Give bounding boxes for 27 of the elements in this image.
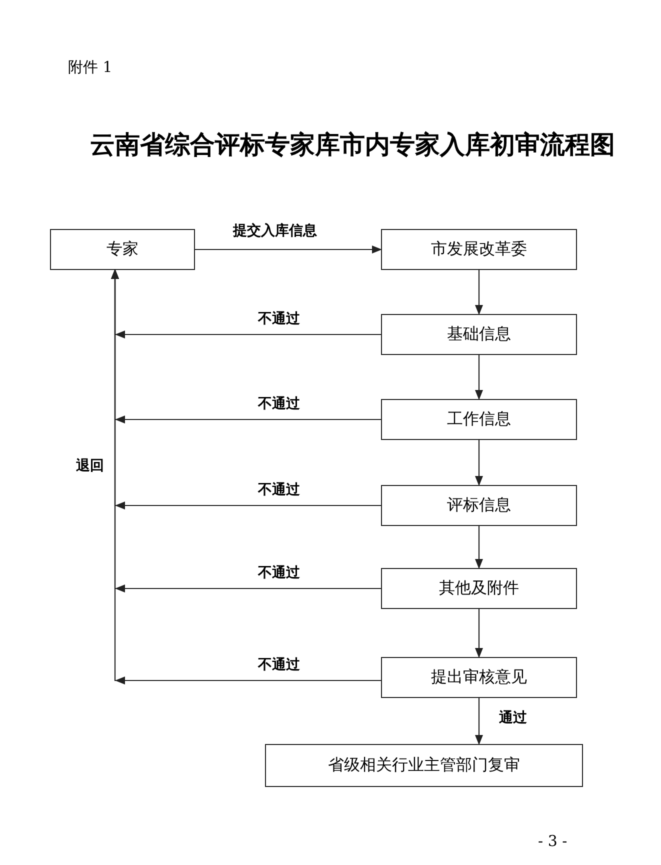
edge-label: 不通过 xyxy=(258,394,300,412)
edge-label: 不通过 xyxy=(258,310,300,328)
edge-label: 通过 xyxy=(499,709,527,727)
process-box: 提出审核意见 xyxy=(381,657,577,698)
arrow xyxy=(475,270,483,315)
arrow xyxy=(475,526,483,569)
process-box: 市发展改革委 xyxy=(381,229,577,270)
title: 云南省综合评标专家库市内专家入库初审流程图 xyxy=(90,129,615,161)
arrow xyxy=(475,609,483,658)
arrow xyxy=(195,246,382,254)
page-number: - 3 - xyxy=(538,832,568,850)
arrow xyxy=(475,698,483,745)
process-box: 其他及附件 xyxy=(381,568,577,609)
process-box: 省级相关行业主管部门复审 xyxy=(265,744,583,787)
edge-label: 提交入库信息 xyxy=(233,222,317,240)
side-label: 退回 xyxy=(76,457,104,475)
arrow xyxy=(475,355,483,400)
process-box: 工作信息 xyxy=(381,399,577,440)
process-box: 专家 xyxy=(50,229,195,270)
edge-label: 不通过 xyxy=(258,656,300,674)
edge-label: 不通过 xyxy=(258,480,300,498)
process-box: 基础信息 xyxy=(381,314,577,355)
attachment-label: 附件 1 xyxy=(68,58,112,77)
arrow xyxy=(111,269,381,684)
edge-label: 不通过 xyxy=(258,564,300,582)
process-box: 评标信息 xyxy=(381,485,577,526)
arrow xyxy=(475,440,483,486)
